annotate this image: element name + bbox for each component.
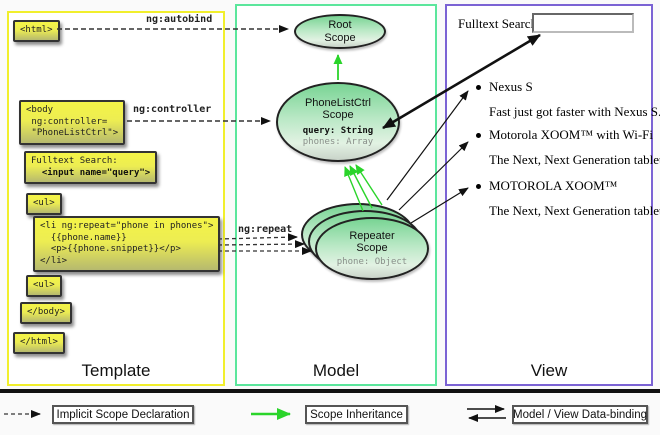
- model-panel-label: Model: [312, 361, 360, 380]
- repeater-scope-ellipse: Repeater Scope phone: Object: [315, 217, 429, 280]
- code-line: </li>: [40, 255, 68, 266]
- root-scope-ellipse: Root Scope: [294, 14, 386, 49]
- view-item-title: MOTOROLA XOOM™: [489, 178, 618, 193]
- view-item-snippet: The Next, Next Generation tablet.: [489, 203, 660, 218]
- phones-property: phones: Array: [302, 136, 374, 147]
- view-item-title: Nexus S: [489, 79, 533, 94]
- ng-repeat-label: ng:repeat: [238, 224, 293, 235]
- view-item-motorola-xoom: MOTOROLA XOOM™ The Next, Next Generation…: [471, 178, 660, 218]
- view-item-motorola-xoom-wifi: Motorola XOOM™ with Wi-Fi The Next, Next…: [471, 127, 660, 167]
- code-line: <html>: [20, 25, 53, 35]
- code-box-html-close: </html>: [13, 332, 65, 354]
- code-box-li-repeat: <li ng:repeat="phone in phones"> {{phone…: [33, 216, 221, 272]
- code-line: <ul>: [33, 280, 55, 290]
- legend-scope-inheritance: Scope Inheritance: [305, 405, 408, 424]
- legend-label: Implicit Scope Declaration: [56, 408, 190, 421]
- bullet-icon: [476, 133, 481, 138]
- ng-autobind-label: ng:autobind: [146, 14, 213, 25]
- code-line: <p>{{phone.snippet}}</p>: [40, 244, 181, 254]
- query-property: query: String: [302, 125, 374, 136]
- root-scope-name: Root Scope: [324, 19, 356, 44]
- code-line: "PhoneListCtrl">: [26, 128, 119, 138]
- code-line: <li ng:repeat="phone in phones">: [40, 221, 214, 231]
- code-line: </body>: [27, 307, 65, 317]
- view-item-snippet: Fast just got faster with Nexus S.: [489, 104, 660, 119]
- bullet-icon: [476, 184, 481, 189]
- code-line: Fulltext Search:: [31, 156, 118, 166]
- code-line: <ul>: [33, 198, 55, 208]
- bullet-icon: [476, 85, 481, 90]
- fulltext-search-input[interactable]: [532, 13, 634, 33]
- code-line: <input name="query">: [31, 167, 151, 178]
- phonelistctrl-scope-ellipse: PhoneListCtrl Scope query: String phones…: [276, 82, 400, 162]
- phone-property: phone: Object: [336, 256, 408, 267]
- view-item-snippet: The Next, Next Generation tablet.: [489, 152, 660, 167]
- legend-label: Model / View Data-binding: [512, 408, 648, 421]
- code-box-body-open: <body ng:controller= "PhoneListCtrl">: [19, 100, 126, 145]
- phonelistctrl-scope-name: PhoneListCtrl Scope: [304, 96, 372, 122]
- view-panel-label: View: [530, 361, 568, 380]
- code-line: ng:controller=: [26, 116, 108, 127]
- code-box-fulltext-input: Fulltext Search: <input name="query">: [24, 151, 158, 184]
- legend-label: Scope Inheritance: [310, 408, 403, 421]
- view-item-title: Motorola XOOM™ with Wi-Fi: [489, 127, 654, 142]
- view-search-label: Fulltext Search:: [458, 16, 541, 31]
- legend-implicit-scope-declaration: Implicit Scope Declaration: [52, 405, 194, 424]
- code-line: <body: [26, 105, 54, 115]
- code-box-html-open: <html>: [13, 20, 60, 42]
- code-box-ul-open: <ul>: [26, 193, 62, 215]
- repeater-scope-name: Repeater Scope: [349, 229, 395, 255]
- code-line: </html>: [20, 337, 58, 347]
- code-box-ul-close: <ul>: [26, 275, 62, 297]
- code-box-body-close: </body>: [20, 302, 72, 324]
- view-item-nexus-s: Nexus S Fast just got faster with Nexus …: [471, 79, 660, 119]
- model-panel: Model: [235, 4, 437, 386]
- code-line: {{phone.name}}: [40, 232, 127, 243]
- template-panel-label: Template: [81, 361, 151, 380]
- legend-model-view-data-binding: Model / View Data-binding: [512, 405, 648, 424]
- ng-controller-label: ng:controller: [133, 104, 212, 115]
